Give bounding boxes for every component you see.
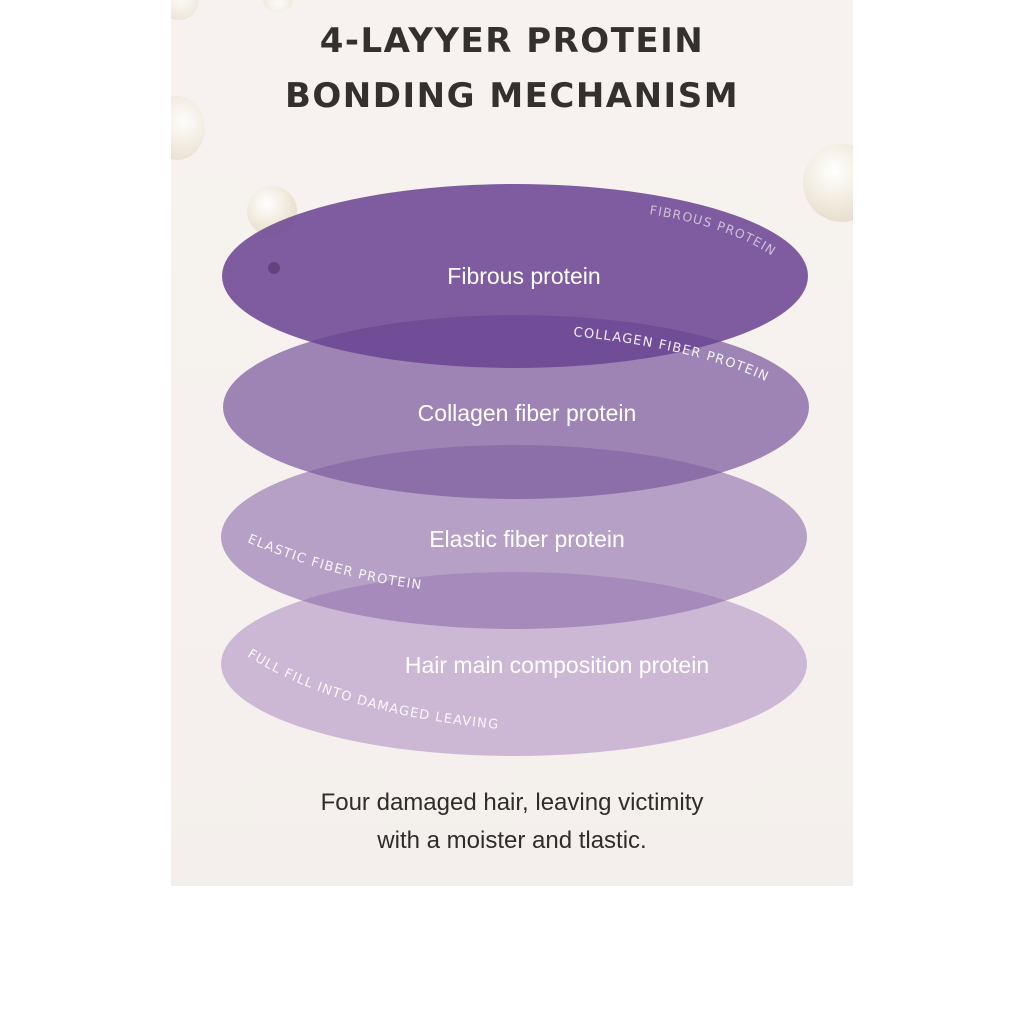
title-line-2: BONDING MECHANISM: [284, 76, 740, 116]
caption-line-2: with a moister and tlastic.: [377, 827, 647, 854]
layer-3: [221, 445, 807, 629]
layer-2-label: Collagen fiber protein: [418, 400, 637, 426]
layer-2: [223, 315, 809, 499]
small-bead: [268, 262, 280, 274]
infographic-panel: 4-LAYYER PROTEIN BONDING MECHANISM: [171, 0, 853, 886]
layer-2-ellipse: [223, 315, 809, 499]
layer-1: [222, 184, 808, 368]
layer-3-ellipse: [221, 445, 807, 629]
pearl-top-center: [263, 0, 293, 12]
diagram-title: 4-LAYYER PROTEIN BONDING MECHANISM: [171, 14, 853, 124]
protein-layers-diagram: Fibrous protein Collagen fiber protein E…: [221, 184, 809, 756]
layer-1-ellipse: [222, 184, 808, 368]
pearl-top-edge: [171, 0, 199, 20]
caption-line-1: Four damaged hair, leaving victimity: [320, 789, 704, 816]
caption: Four damaged hair, leaving victimity wit…: [171, 784, 853, 860]
layer-3-label: Elastic fiber protein: [429, 526, 625, 552]
layer-1-label: Fibrous protein: [447, 263, 600, 289]
title-line-1: 4-LAYYER PROTEIN: [319, 21, 705, 61]
layer-4-label: Hair main composition protein: [405, 652, 709, 678]
layer-4: [221, 572, 807, 756]
layer-4-ellipse: [221, 572, 807, 756]
